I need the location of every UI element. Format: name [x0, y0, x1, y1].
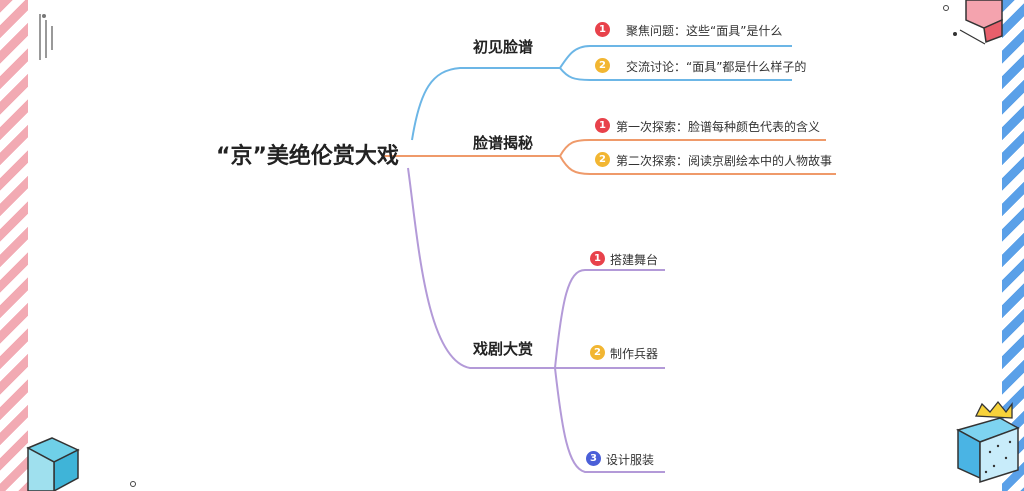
- step-badge: 1: [590, 251, 605, 266]
- step-badge: 1: [595, 22, 610, 37]
- left-stripe-decoration: [0, 0, 28, 491]
- step-badge: 2: [590, 345, 605, 360]
- connectors: [382, 45, 836, 473]
- step-badge: 2: [595, 152, 610, 167]
- step-badge: 3: [586, 451, 601, 466]
- root-topic: “京”美绝伦赏大戏: [216, 144, 399, 169]
- branch-2-item-2: 第二次探索：阅读京剧绘本中的人物故事: [616, 154, 833, 168]
- branch-2-item-1: 第一次探索：脸谱每种颜色代表的含义: [616, 120, 821, 134]
- connector-branch-3-item-1: [554, 269, 665, 369]
- branch-1-title: 初见脸谱: [473, 38, 534, 56]
- branch-1-item-1: 聚焦问题：这些“面具”是什么: [626, 24, 783, 38]
- branch-3-title: 戏剧大赏: [473, 340, 534, 358]
- branch-3-item-1: 搭建舞台: [610, 253, 659, 267]
- branch-3-item-2: 制作兵器: [610, 347, 659, 361]
- right-stripe-decoration: [1002, 0, 1024, 491]
- connector-branch-2-item-1: [559, 139, 826, 157]
- connector-branch-3: [407, 167, 555, 369]
- connector-branch-3-item-3: [554, 367, 665, 473]
- step-badge: 2: [595, 58, 610, 73]
- branch-2-title: 脸谱揭秘: [473, 134, 534, 152]
- branch-3-item-3: 设计服装: [606, 453, 655, 467]
- connector-branch-1-item-1: [559, 45, 792, 69]
- corner-decorations: [26, 0, 1020, 491]
- branch-1-item-2: 交流讨论：“面具”都是什么样子的: [626, 60, 807, 74]
- connector-branch-1-item-2: [559, 67, 792, 81]
- step-badge: 1: [595, 118, 610, 133]
- connector-branch-2-item-2: [559, 155, 836, 175]
- connector-branch-1: [411, 67, 560, 141]
